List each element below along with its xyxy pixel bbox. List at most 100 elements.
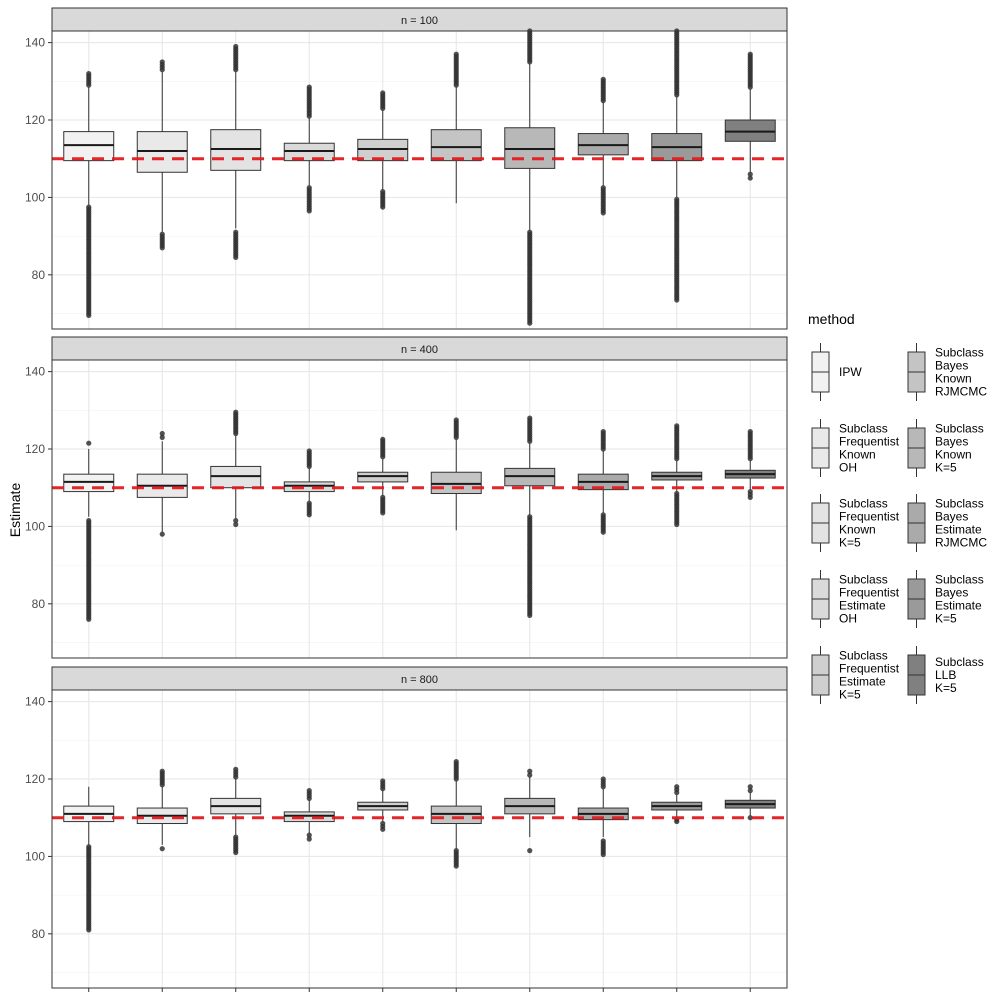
box bbox=[357, 778, 409, 832]
outlier-point bbox=[747, 51, 753, 57]
legend-title: method bbox=[808, 311, 855, 327]
outlier-point bbox=[306, 832, 312, 838]
outlier-point bbox=[527, 514, 533, 520]
legend-label-line: Known bbox=[839, 448, 876, 462]
y-tick-label: 80 bbox=[32, 927, 46, 941]
panel-border bbox=[51, 30, 788, 330]
outlier-point bbox=[600, 776, 606, 782]
panel-background bbox=[52, 360, 787, 658]
outlier-point bbox=[600, 428, 606, 435]
legend-label-line: Subclass bbox=[839, 422, 888, 436]
legend-label: IPW bbox=[839, 365, 862, 379]
outlier-point bbox=[159, 231, 165, 237]
outlier-point bbox=[747, 488, 753, 495]
legend-label-line: Subclass bbox=[935, 422, 984, 436]
box bbox=[651, 423, 703, 528]
y-tick-label: 80 bbox=[32, 597, 46, 611]
legend-label-line: RJMCMC bbox=[935, 385, 987, 399]
legend-label-line: OH bbox=[839, 612, 857, 626]
legend-label-line: Subclass bbox=[839, 573, 888, 587]
legend-label-line: Estimate bbox=[935, 599, 982, 613]
box bbox=[577, 428, 629, 535]
y-tick-label: 140 bbox=[25, 365, 45, 379]
outlier-point bbox=[86, 844, 92, 850]
outlier-point bbox=[380, 820, 386, 827]
box-body bbox=[430, 129, 482, 162]
outlier-point bbox=[306, 500, 312, 506]
legend-label-line: Estimate bbox=[839, 675, 886, 689]
box bbox=[504, 768, 556, 854]
outlier-point bbox=[380, 494, 386, 500]
outlier-point bbox=[747, 171, 753, 177]
outlier-point bbox=[233, 409, 239, 415]
facet-strip-label: n = 800 bbox=[401, 674, 438, 686]
y-tick-label: 120 bbox=[25, 772, 45, 786]
outlier-point bbox=[233, 229, 239, 235]
legend-label-line: Subclass bbox=[935, 573, 984, 587]
legend-label-line: Subclass bbox=[935, 497, 984, 511]
box bbox=[577, 76, 629, 216]
outlier-point bbox=[747, 788, 753, 794]
outlier-point bbox=[306, 788, 312, 794]
outlier-point bbox=[453, 758, 459, 765]
outlier-point bbox=[747, 428, 753, 435]
outlier-point bbox=[380, 778, 386, 784]
outlier-point bbox=[159, 59, 165, 65]
outlier-point bbox=[159, 531, 165, 537]
outlier-point bbox=[527, 772, 533, 778]
legend-label-line: Known bbox=[935, 372, 972, 386]
legend-label-line: K=5 bbox=[839, 536, 861, 550]
box bbox=[136, 768, 188, 852]
y-tick-label: 140 bbox=[25, 36, 45, 50]
box bbox=[63, 70, 115, 319]
box bbox=[504, 415, 556, 619]
outlier-point bbox=[674, 490, 680, 497]
box bbox=[283, 788, 335, 842]
outlier-point bbox=[600, 76, 606, 82]
legend-label-line: OH bbox=[839, 461, 857, 475]
box bbox=[210, 766, 262, 856]
outlier-point bbox=[86, 440, 92, 446]
box bbox=[283, 84, 335, 214]
panel-background bbox=[52, 690, 787, 988]
outlier-point bbox=[306, 84, 312, 90]
box bbox=[357, 436, 409, 516]
y-tick-label: 120 bbox=[25, 442, 45, 456]
outlier-point bbox=[306, 448, 312, 454]
legend-label-line: K=5 bbox=[839, 688, 861, 702]
panel-border bbox=[51, 359, 788, 659]
box bbox=[724, 51, 776, 181]
panel-border bbox=[51, 689, 788, 989]
legend-label-line: Bayes bbox=[935, 435, 968, 449]
outlier-point bbox=[233, 521, 239, 528]
legend-label-line: K=5 bbox=[935, 681, 957, 695]
outlier-point bbox=[306, 185, 312, 191]
outlier-point bbox=[527, 848, 533, 854]
outlier-point bbox=[600, 838, 606, 844]
legend-label-line: Bayes bbox=[935, 359, 968, 373]
outlier-point bbox=[600, 512, 606, 518]
y-axis-title: Estimate bbox=[7, 483, 23, 538]
outlier-point bbox=[453, 51, 459, 57]
legend-label-line: Bayes bbox=[935, 510, 968, 524]
box bbox=[210, 43, 262, 261]
legend-label-line: Frequentist bbox=[839, 510, 900, 524]
outlier-point bbox=[674, 784, 680, 790]
legend-label-line: Bayes bbox=[935, 586, 968, 600]
y-tick-label: 120 bbox=[25, 113, 45, 127]
